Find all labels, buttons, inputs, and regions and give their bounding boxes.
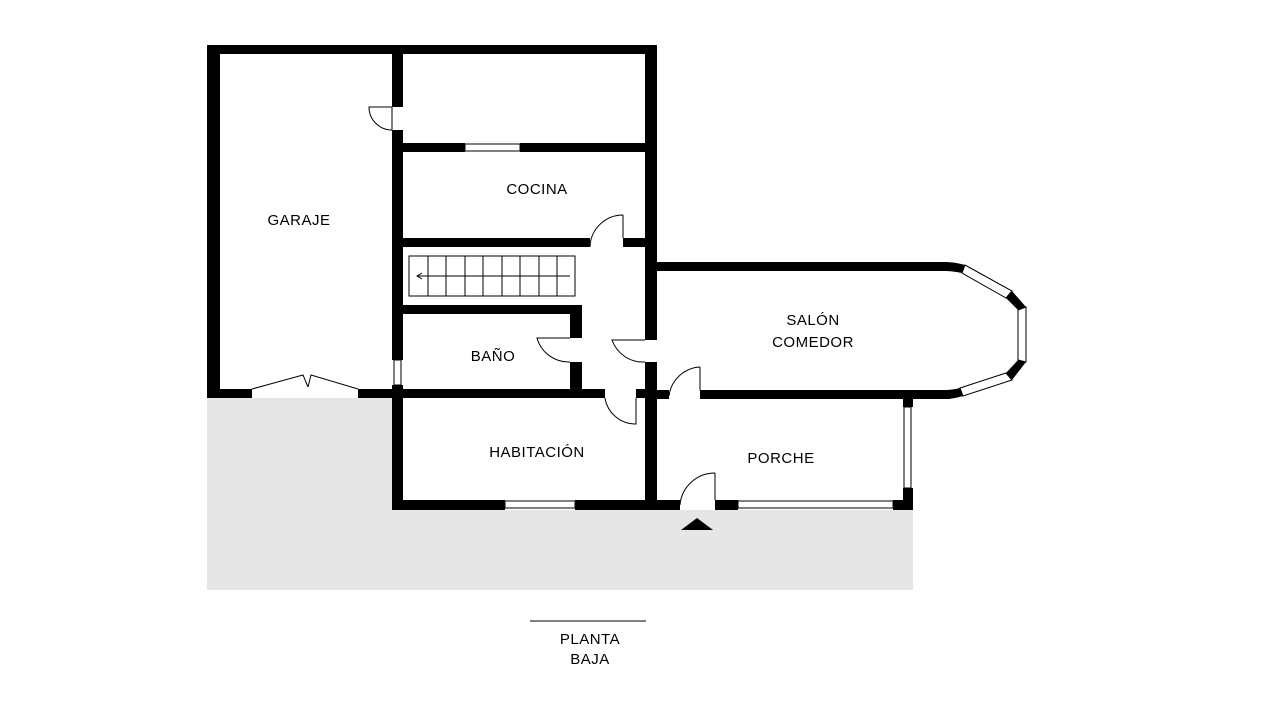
entrance-arrow-icon [681,518,713,530]
walls [207,45,1026,510]
room-label-garage: GARAJE [267,212,330,229]
room-label-kitchen: COCINA [506,181,567,198]
room-label-porch: PORCHE [747,450,814,467]
stair-arrow-icon [416,272,570,280]
room-label-bedroom: HABITACIÓN [489,444,585,461]
room-label-bathroom: BAÑO [471,348,516,365]
room-label-dining: COMEDOR [772,334,854,351]
windows [393,143,1027,509]
plan-title-line1: PLANTA [560,631,620,648]
room-label-living: SALÓN [786,312,839,329]
staircase [408,255,576,297]
exterior-ground [207,398,913,590]
plan-title-line2: BAJA [570,651,610,668]
doors [251,106,716,506]
